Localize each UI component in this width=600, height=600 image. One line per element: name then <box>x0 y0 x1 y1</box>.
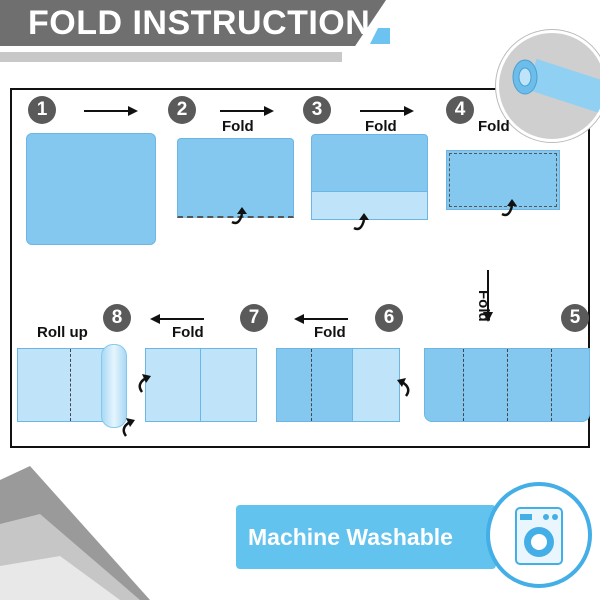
curl-arrow-icon <box>501 199 517 217</box>
page-title: FOLD INSTRUCTION <box>28 4 371 42</box>
fold-line <box>311 349 312 421</box>
arrow-right-icon <box>360 106 414 116</box>
step-4-number: 4 <box>446 96 474 124</box>
curl-arrow-icon <box>353 213 369 231</box>
step-8-label: Roll up <box>37 324 88 341</box>
arrow-right-icon <box>220 106 274 116</box>
arrow-left-icon <box>150 314 204 324</box>
step-4-label: Fold <box>478 118 510 135</box>
step-1-mat <box>26 133 156 245</box>
title-underline <box>0 52 342 62</box>
rolled-mat <box>101 344 127 428</box>
fold-line <box>551 349 552 421</box>
step-2-number: 2 <box>168 96 196 124</box>
step-2-label: Fold <box>222 118 254 135</box>
arrow-right-icon <box>84 106 138 116</box>
fold-line <box>70 349 71 421</box>
instruction-frame <box>10 88 590 448</box>
step-4-mat <box>446 150 560 210</box>
fold-line <box>463 349 464 421</box>
curl-arrow-icon <box>122 418 135 437</box>
machine-washable-badge: Machine Washable <box>236 505 496 569</box>
step-6-folded-flap <box>352 348 400 422</box>
step-2-mat <box>177 138 294 218</box>
step-1-number: 1 <box>28 96 56 124</box>
step-7-label: Fold <box>172 324 204 341</box>
corner-decoration <box>0 466 150 600</box>
rolled-mat-badge <box>496 30 600 142</box>
step-3-folded-part <box>311 192 428 220</box>
step-5-mat <box>424 348 590 422</box>
step-3-label: Fold <box>365 118 397 135</box>
curl-arrow-icon <box>231 207 247 225</box>
step-5-number: 5 <box>561 304 589 332</box>
title-accent <box>370 28 390 44</box>
step-7-mat <box>145 348 257 422</box>
curl-arrow-icon <box>397 378 410 397</box>
arrow-left-icon <box>294 314 348 324</box>
title-bar <box>0 0 386 46</box>
step-6-label: Fold <box>314 324 346 341</box>
step-8-mat <box>17 348 109 422</box>
fold-line <box>507 349 508 421</box>
arrow-down-icon <box>483 270 493 322</box>
fold-line <box>200 349 201 421</box>
curl-arrow-icon <box>138 374 151 393</box>
step-6-number: 6 <box>375 304 403 332</box>
step-8-number: 8 <box>103 304 131 332</box>
vertical-fold-label: Fold <box>475 290 492 322</box>
washing-machine-circle <box>486 482 592 588</box>
washing-machine-icon <box>515 507 563 565</box>
rolled-mat-icon <box>512 58 600 115</box>
step-3-mat <box>311 134 428 192</box>
step-7-number: 7 <box>240 304 268 332</box>
badge-text: Machine Washable <box>248 524 453 550</box>
step-3-number: 3 <box>303 96 331 124</box>
